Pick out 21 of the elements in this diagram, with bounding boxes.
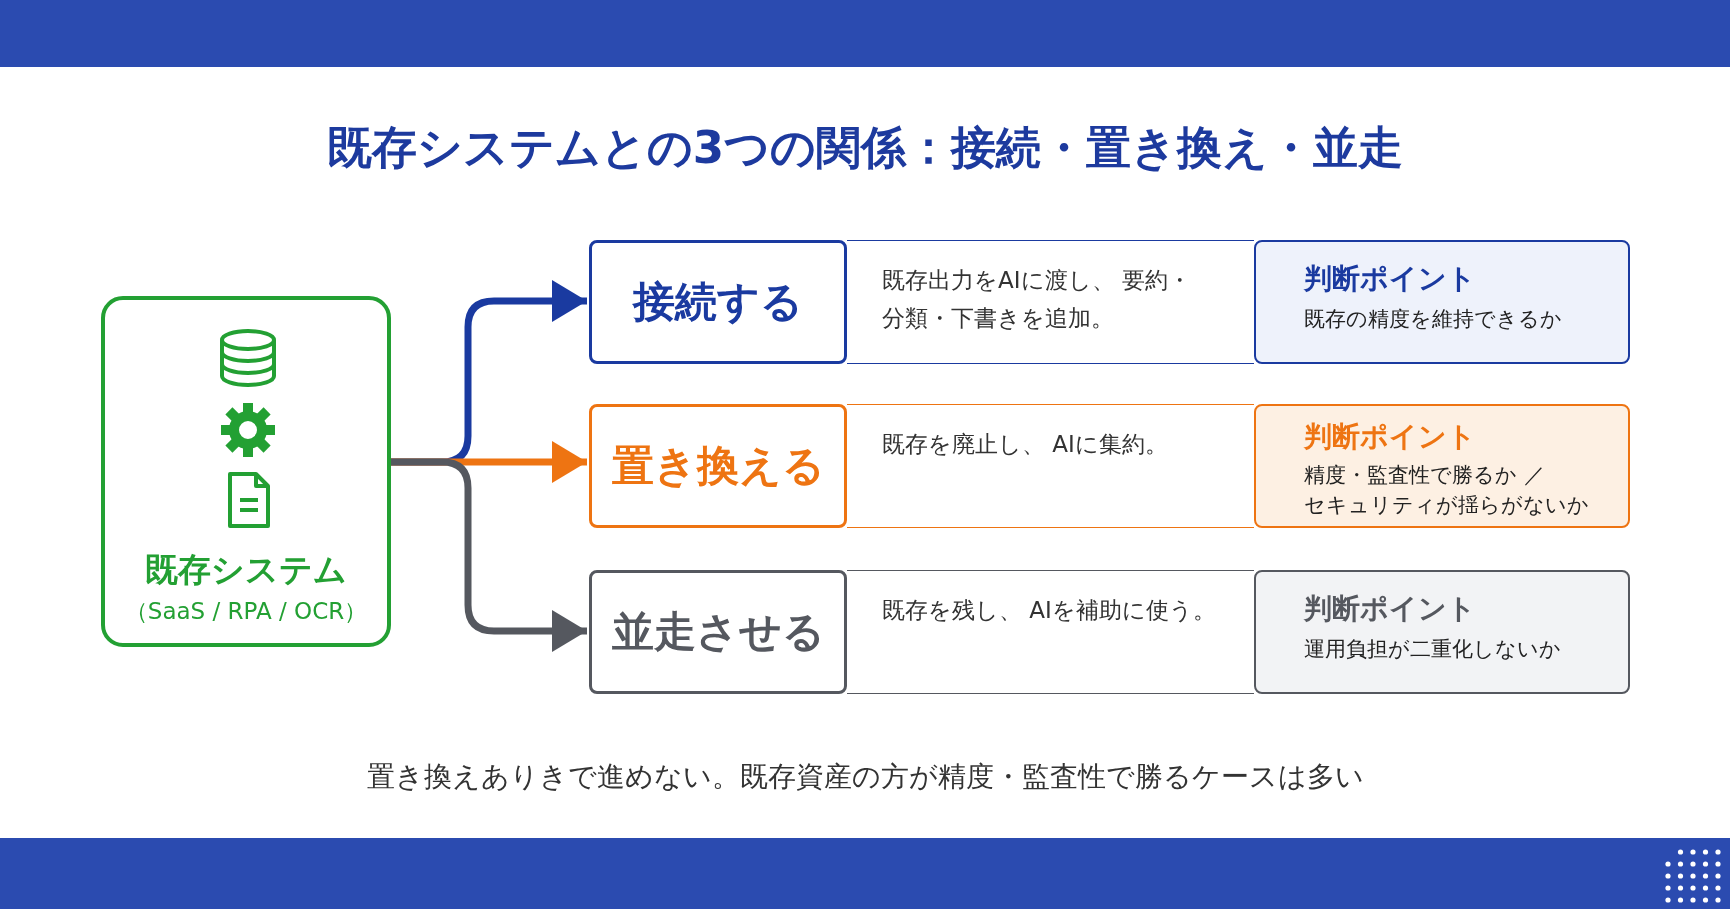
decision-point-box (1254, 404, 1630, 528)
point-heading: 判断ポイント (1304, 591, 1476, 627)
point-heading: 判断ポイント (1304, 261, 1476, 297)
point-text: 運用負担が二重化しないか (1304, 636, 1562, 663)
decision-point-box (1254, 570, 1630, 694)
system-name: 既存システム (144, 549, 348, 591)
description-band: 既存を廃止し、 AIに集約。 (847, 404, 1254, 528)
point-text: 既存の精度を維持できるか (1304, 306, 1563, 333)
arrow (391, 458, 587, 652)
description-band: 既存出力をAIに渡し、 要約・分類・下書きを追加。 (847, 240, 1254, 364)
decision-point-box (1254, 240, 1630, 364)
system-types: （SaaS / RPA / OCR） (123, 597, 369, 626)
action-box: 接続する (589, 240, 847, 364)
action-box: 並走させる (589, 570, 847, 694)
system-box (101, 296, 391, 647)
note-text: 置き換えありきで進めない。既存資産の方が精度・監査性で勝るケースは多い (365, 759, 1365, 795)
action-box: 置き換える (589, 404, 847, 528)
point-text: 精度・監査性で勝るか ／セキュリティが揺らがないか (1304, 462, 1590, 519)
point-heading: 判断ポイント (1304, 419, 1476, 455)
description-band: 既存を残し、 AIを補助に使う。 (847, 570, 1254, 694)
title: 既存システムとの3つの関係：接続・置き換え・並走 (325, 120, 1405, 176)
